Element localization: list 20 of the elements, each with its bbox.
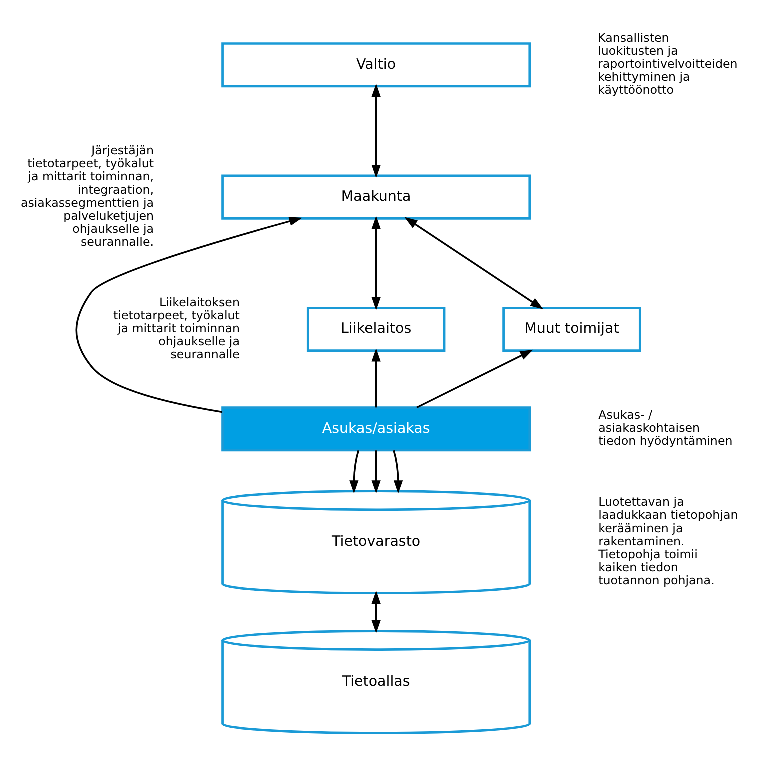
arrow: [372, 450, 381, 494]
label: Asukas- / asiakaskohtaisen tiedon hyödyntäminen: [598, 408, 733, 448]
arrow: [372, 83, 381, 178]
label: Luotettavan ja laadukkaan tietopohjan kerääminen ja rakentaminen. Tietopohja toimii kaiken tiedon tuotannon pohjana.: [598, 494, 738, 587]
node-box: Valtio: [222, 42, 532, 88]
arrow: [372, 348, 381, 408]
arrow: [416, 349, 534, 408]
label: Järjestäjän tietotarpeet, työkalut ja mittarit toiminnan, integraation, asiakassegmenttien ja palveluketjujen ohjaukselle ja seurannalle.: [20, 143, 154, 248]
node-box: Liikelaitos: [306, 306, 446, 352]
arrow: [404, 216, 544, 309]
node-box: Muut toimijat: [502, 306, 642, 352]
arrow: [350, 450, 360, 494]
arrow: [76, 216, 302, 413]
node-box: Asukas/asiakas: [222, 406, 532, 452]
arrow: [372, 216, 381, 310]
arrow: [372, 590, 381, 634]
label: Kansallisten luokitusten ja raportointivelvoitteiden kehittyminen ja käyttöönotto: [598, 30, 738, 97]
label: Liikelaitoksen tietotarpeet, työkalut ja mittarit toiminnan ohjaukselle ja seurannalle: [114, 294, 240, 362]
node-box: Maakunta: [222, 174, 532, 220]
arrow: [393, 450, 404, 494]
